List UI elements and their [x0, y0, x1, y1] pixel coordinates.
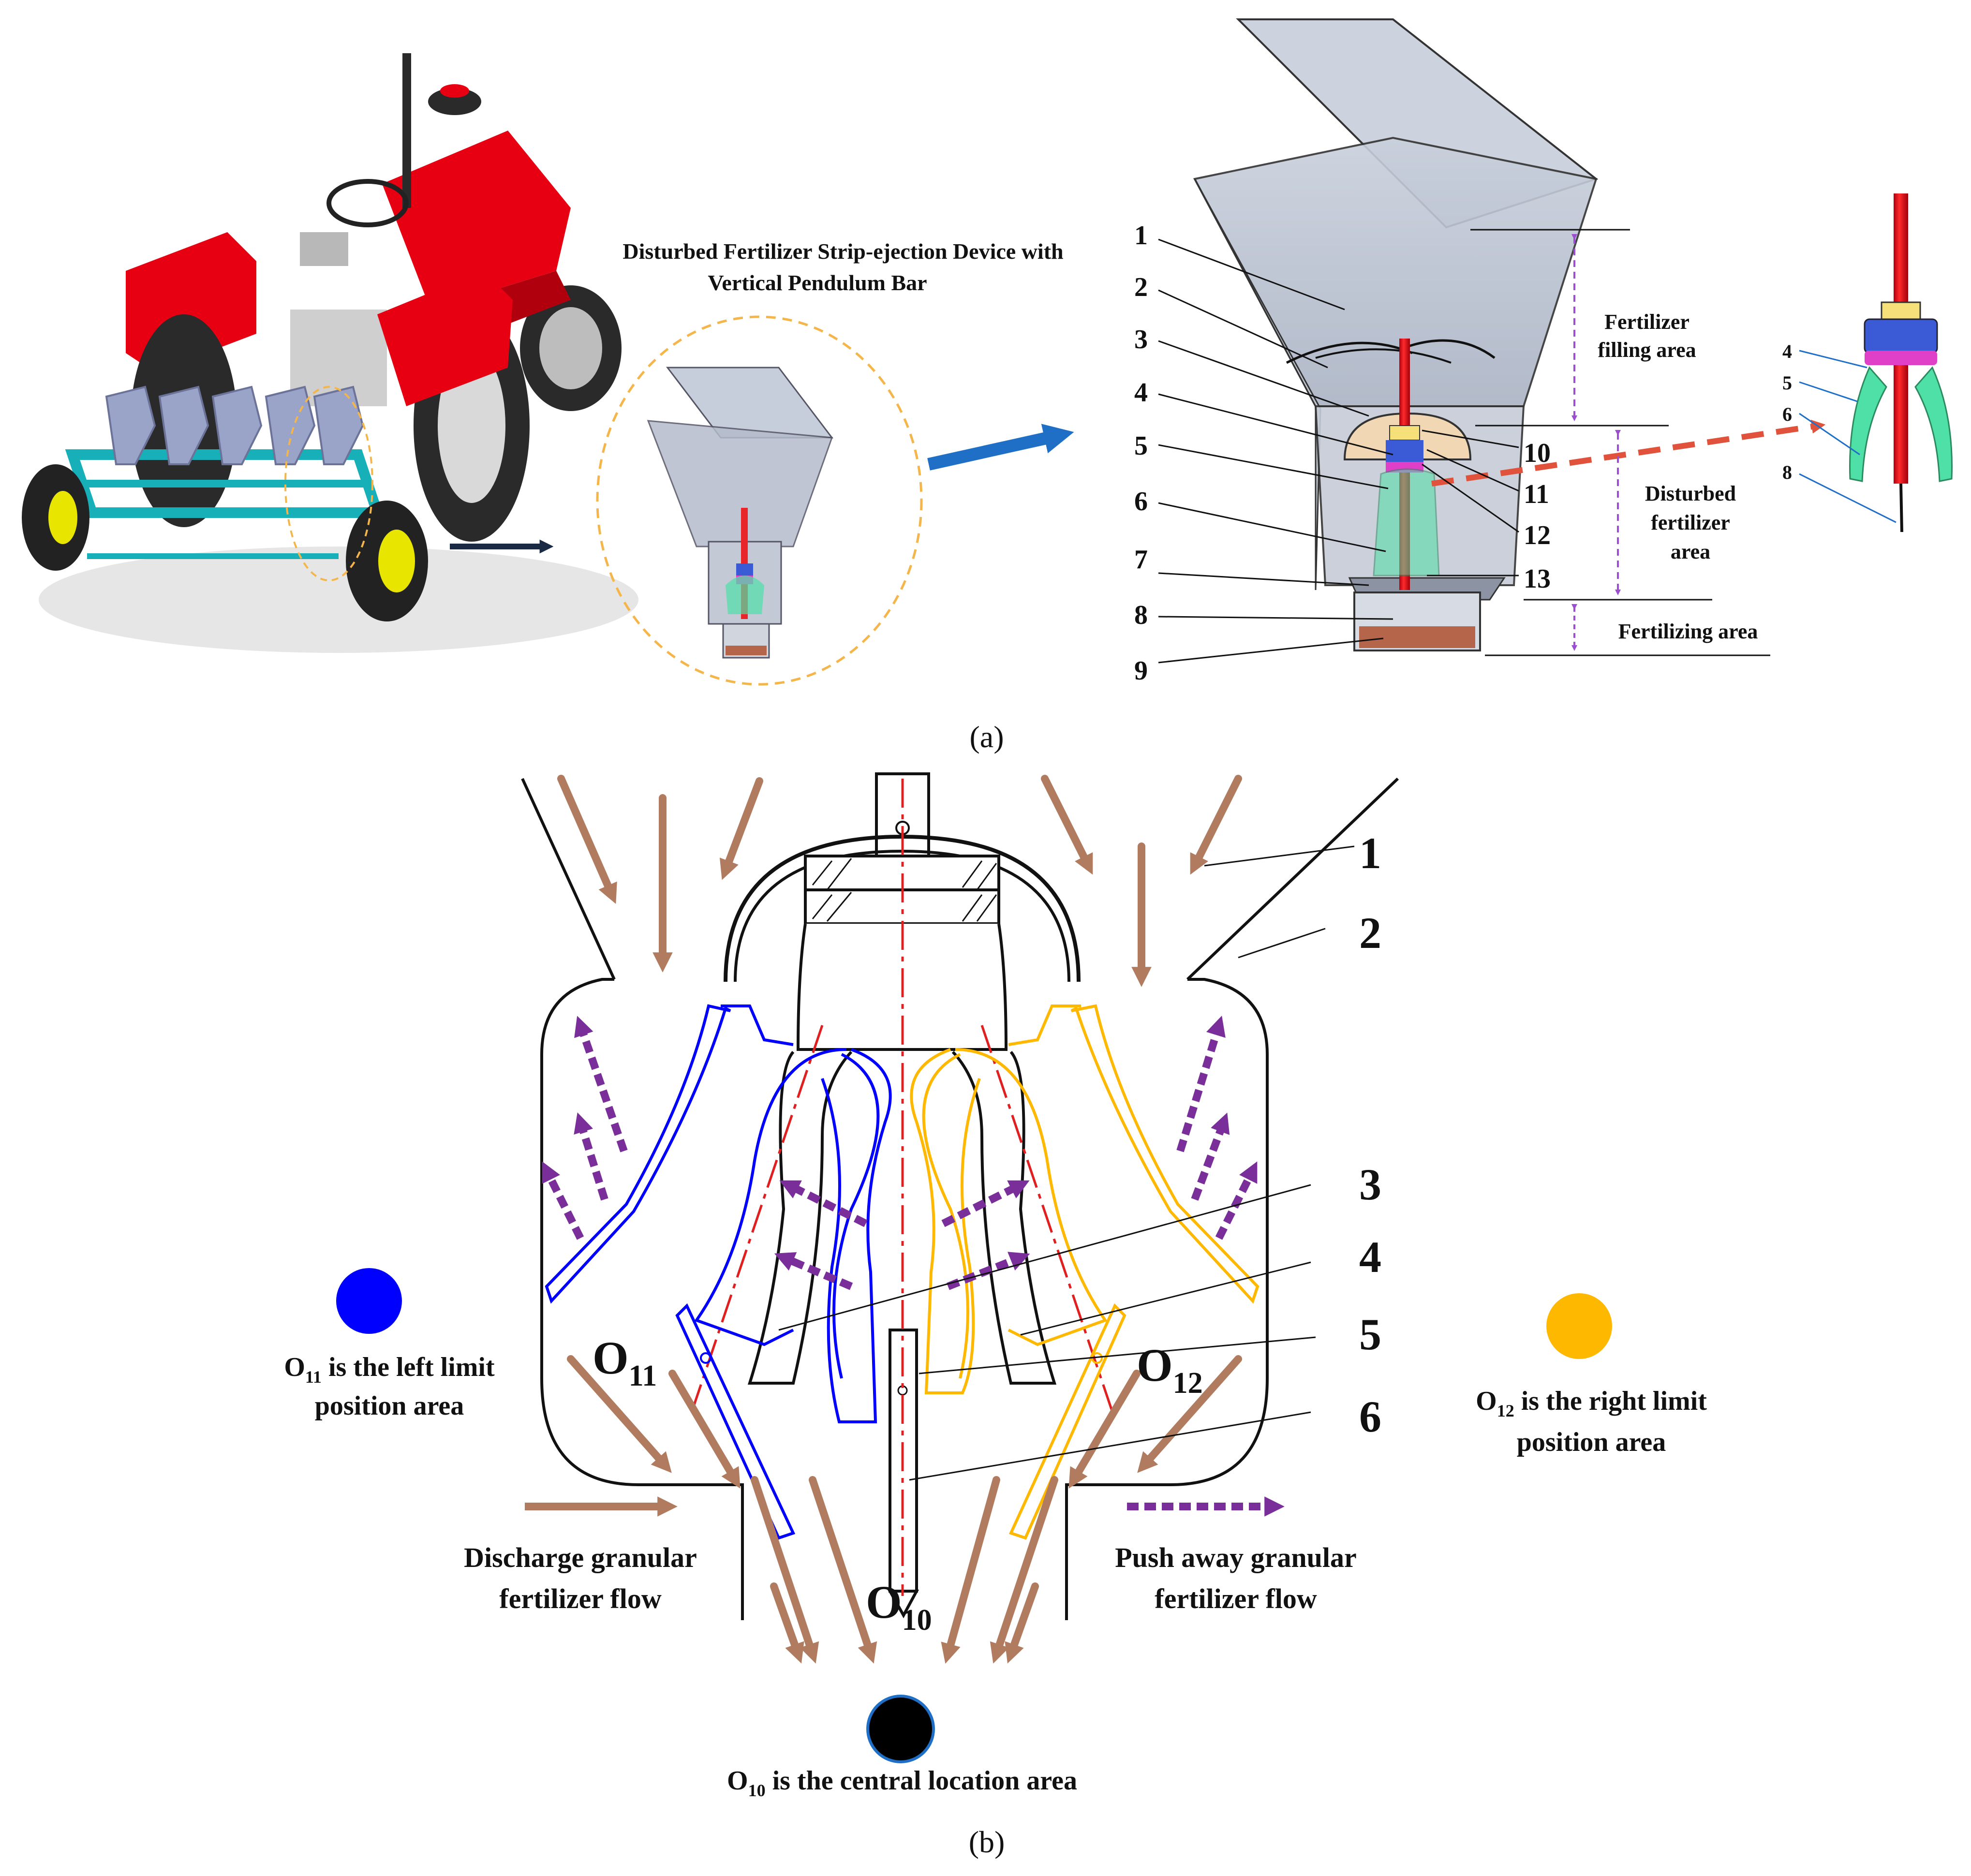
part-numbers-b: 1 2 3 4 5 6 — [1359, 828, 1381, 1441]
discharge-flow-arrows — [557, 775, 1242, 1664]
part-number-5: 5 — [1134, 431, 1148, 461]
device-thumbnail — [596, 315, 923, 686]
zone-fertilizing-label: Fertilizing area — [1618, 620, 1758, 643]
legend-center: O10 is the central location area — [727, 1766, 1077, 1800]
part-number-10: 10 — [1524, 438, 1551, 468]
detail-number-4: 4 — [1782, 340, 1792, 362]
b-part-number-2: 2 — [1359, 908, 1381, 958]
b-part-number-3: 3 — [1359, 1160, 1381, 1209]
detail-number-6: 6 — [1782, 403, 1792, 425]
axis-lines — [690, 779, 1114, 1596]
part-number-6: 6 — [1134, 487, 1148, 517]
label-O12: O12 — [1137, 1339, 1203, 1400]
device-section-view — [1193, 18, 1826, 651]
zone-dimensions — [1470, 229, 1770, 656]
nut-hatching — [812, 858, 997, 922]
leader-lines-right — [1422, 429, 1519, 576]
device-title-line2: Vertical Pendulum Bar — [708, 270, 927, 295]
discharge-legend-line2: fertilizer flow — [499, 1583, 662, 1614]
label-O10: O10 — [866, 1576, 932, 1637]
zone-filling-label-1: Fertilizer — [1604, 310, 1689, 334]
leader-lines-left — [1158, 238, 1393, 664]
part-number-9: 9 — [1134, 656, 1148, 686]
part-number-7: 7 — [1134, 545, 1148, 575]
left-limit-pendulum — [545, 1004, 892, 1540]
zone-disturbed-label-1: Disturbed — [1645, 482, 1736, 505]
part-number-12: 12 — [1524, 520, 1551, 550]
caption-a: (a) — [969, 720, 1004, 754]
part-number-1: 1 — [1134, 221, 1148, 251]
right-limit-dot — [1546, 1293, 1612, 1359]
part-numbers-right: 10 11 12 13 — [1524, 438, 1551, 594]
push-legend-line1: Push away granular — [1115, 1542, 1357, 1573]
legend-left-line1: O11 is the left limit — [284, 1352, 495, 1387]
zone-disturbed-label-2: fertilizer — [1651, 511, 1730, 534]
leader-lines-b — [778, 845, 1355, 1481]
legend-right-line1: O12 is the right limit — [1476, 1386, 1707, 1420]
b-part-number-6: 6 — [1359, 1392, 1381, 1441]
part-number-8: 8 — [1134, 600, 1148, 630]
caption-b: (b) — [969, 1825, 1005, 1859]
push-legend-line2: fertilizer flow — [1155, 1583, 1317, 1614]
zone-filling-label-2: filling area — [1598, 338, 1696, 362]
b-part-number-5: 5 — [1359, 1310, 1381, 1359]
left-limit-dot — [336, 1268, 402, 1334]
arrow-to-detail — [927, 424, 1074, 471]
part-numbers-left: 1 2 3 4 5 6 7 8 9 — [1134, 221, 1148, 686]
part-number-4: 4 — [1134, 378, 1148, 408]
part-number-11: 11 — [1524, 479, 1549, 509]
push-flow-arrows — [542, 1016, 1258, 1290]
legend-left-line2: position area — [315, 1391, 464, 1421]
legend-right-line2: position area — [1517, 1427, 1666, 1457]
detail-number-8: 8 — [1782, 461, 1792, 483]
device-title-line1: Disturbed Fertilizer Strip-ejection Devi… — [622, 239, 1063, 264]
b-part-number-1: 1 — [1359, 828, 1381, 878]
zone-disturbed-label-3: area — [1671, 540, 1710, 563]
center-location-dot — [866, 1695, 935, 1763]
pendulum-bar-detail — [1799, 193, 1953, 532]
detail-number-5: 5 — [1782, 372, 1792, 394]
b-part-number-4: 4 — [1359, 1232, 1381, 1282]
part-number-2: 2 — [1134, 272, 1148, 302]
tractor-illustration — [22, 53, 638, 653]
part-number-3: 3 — [1134, 325, 1148, 355]
label-O11: O11 — [593, 1332, 657, 1392]
part-number-13: 13 — [1524, 564, 1551, 594]
discharge-legend-line1: Discharge granular — [464, 1542, 697, 1573]
